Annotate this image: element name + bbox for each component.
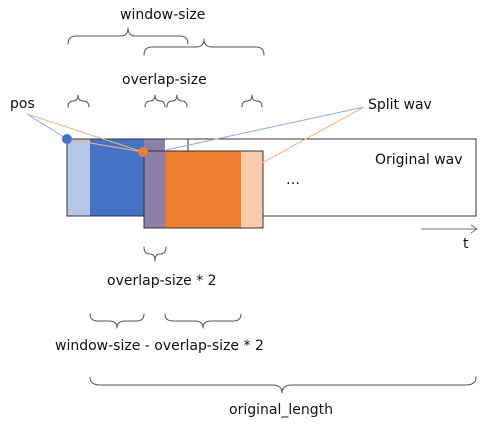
orange-pos-marker (138, 147, 148, 157)
ellipsis-label: … (286, 172, 300, 188)
overlap-brace-3 (166, 94, 188, 108)
second-window-brace (143, 38, 265, 56)
split-wav-label: Split wav (368, 97, 432, 113)
overlap-brace-2 (144, 94, 166, 108)
orange-window-frame (143, 150, 264, 229)
split-wav-pointer-blue (165, 106, 365, 151)
blue-window-left-overlap (67, 139, 90, 216)
original-wav-label: Original wav (375, 152, 463, 168)
orange-window-right-overlap (241, 151, 263, 228)
window-size-brace (67, 27, 189, 45)
orange-window-left-overlap (144, 151, 165, 228)
time-axis-arrowhead (470, 224, 478, 234)
orange-window-core (165, 151, 241, 228)
time-axis-label: t (463, 236, 469, 252)
blue-pos-marker (62, 134, 72, 144)
original-length-brace (89, 376, 477, 394)
overlap-size-label: overlap-size (122, 72, 207, 88)
pos-pointer-orange (26, 113, 144, 153)
window-minus-overlap-brace-2 (164, 313, 242, 329)
blue-window-core (90, 139, 144, 216)
original-length-label: original_length (229, 402, 333, 418)
split-wav-pointer-orange (261, 106, 365, 164)
orange-pos-link-line (66, 138, 144, 153)
overlap-x2-brace (143, 246, 167, 262)
pos-label: pos (10, 96, 35, 112)
overlap-brace-1 (67, 94, 90, 108)
overlap-brace-4 (241, 94, 263, 108)
window-size-label: window-size (120, 7, 205, 23)
window-minus-overlap-brace-1 (89, 313, 145, 329)
overlap-x2-label: overlap-size * 2 (107, 273, 217, 289)
window-minus-overlap-label: window-size - overlap-size * 2 (55, 338, 264, 354)
pos-pointer-blue (26, 113, 68, 140)
